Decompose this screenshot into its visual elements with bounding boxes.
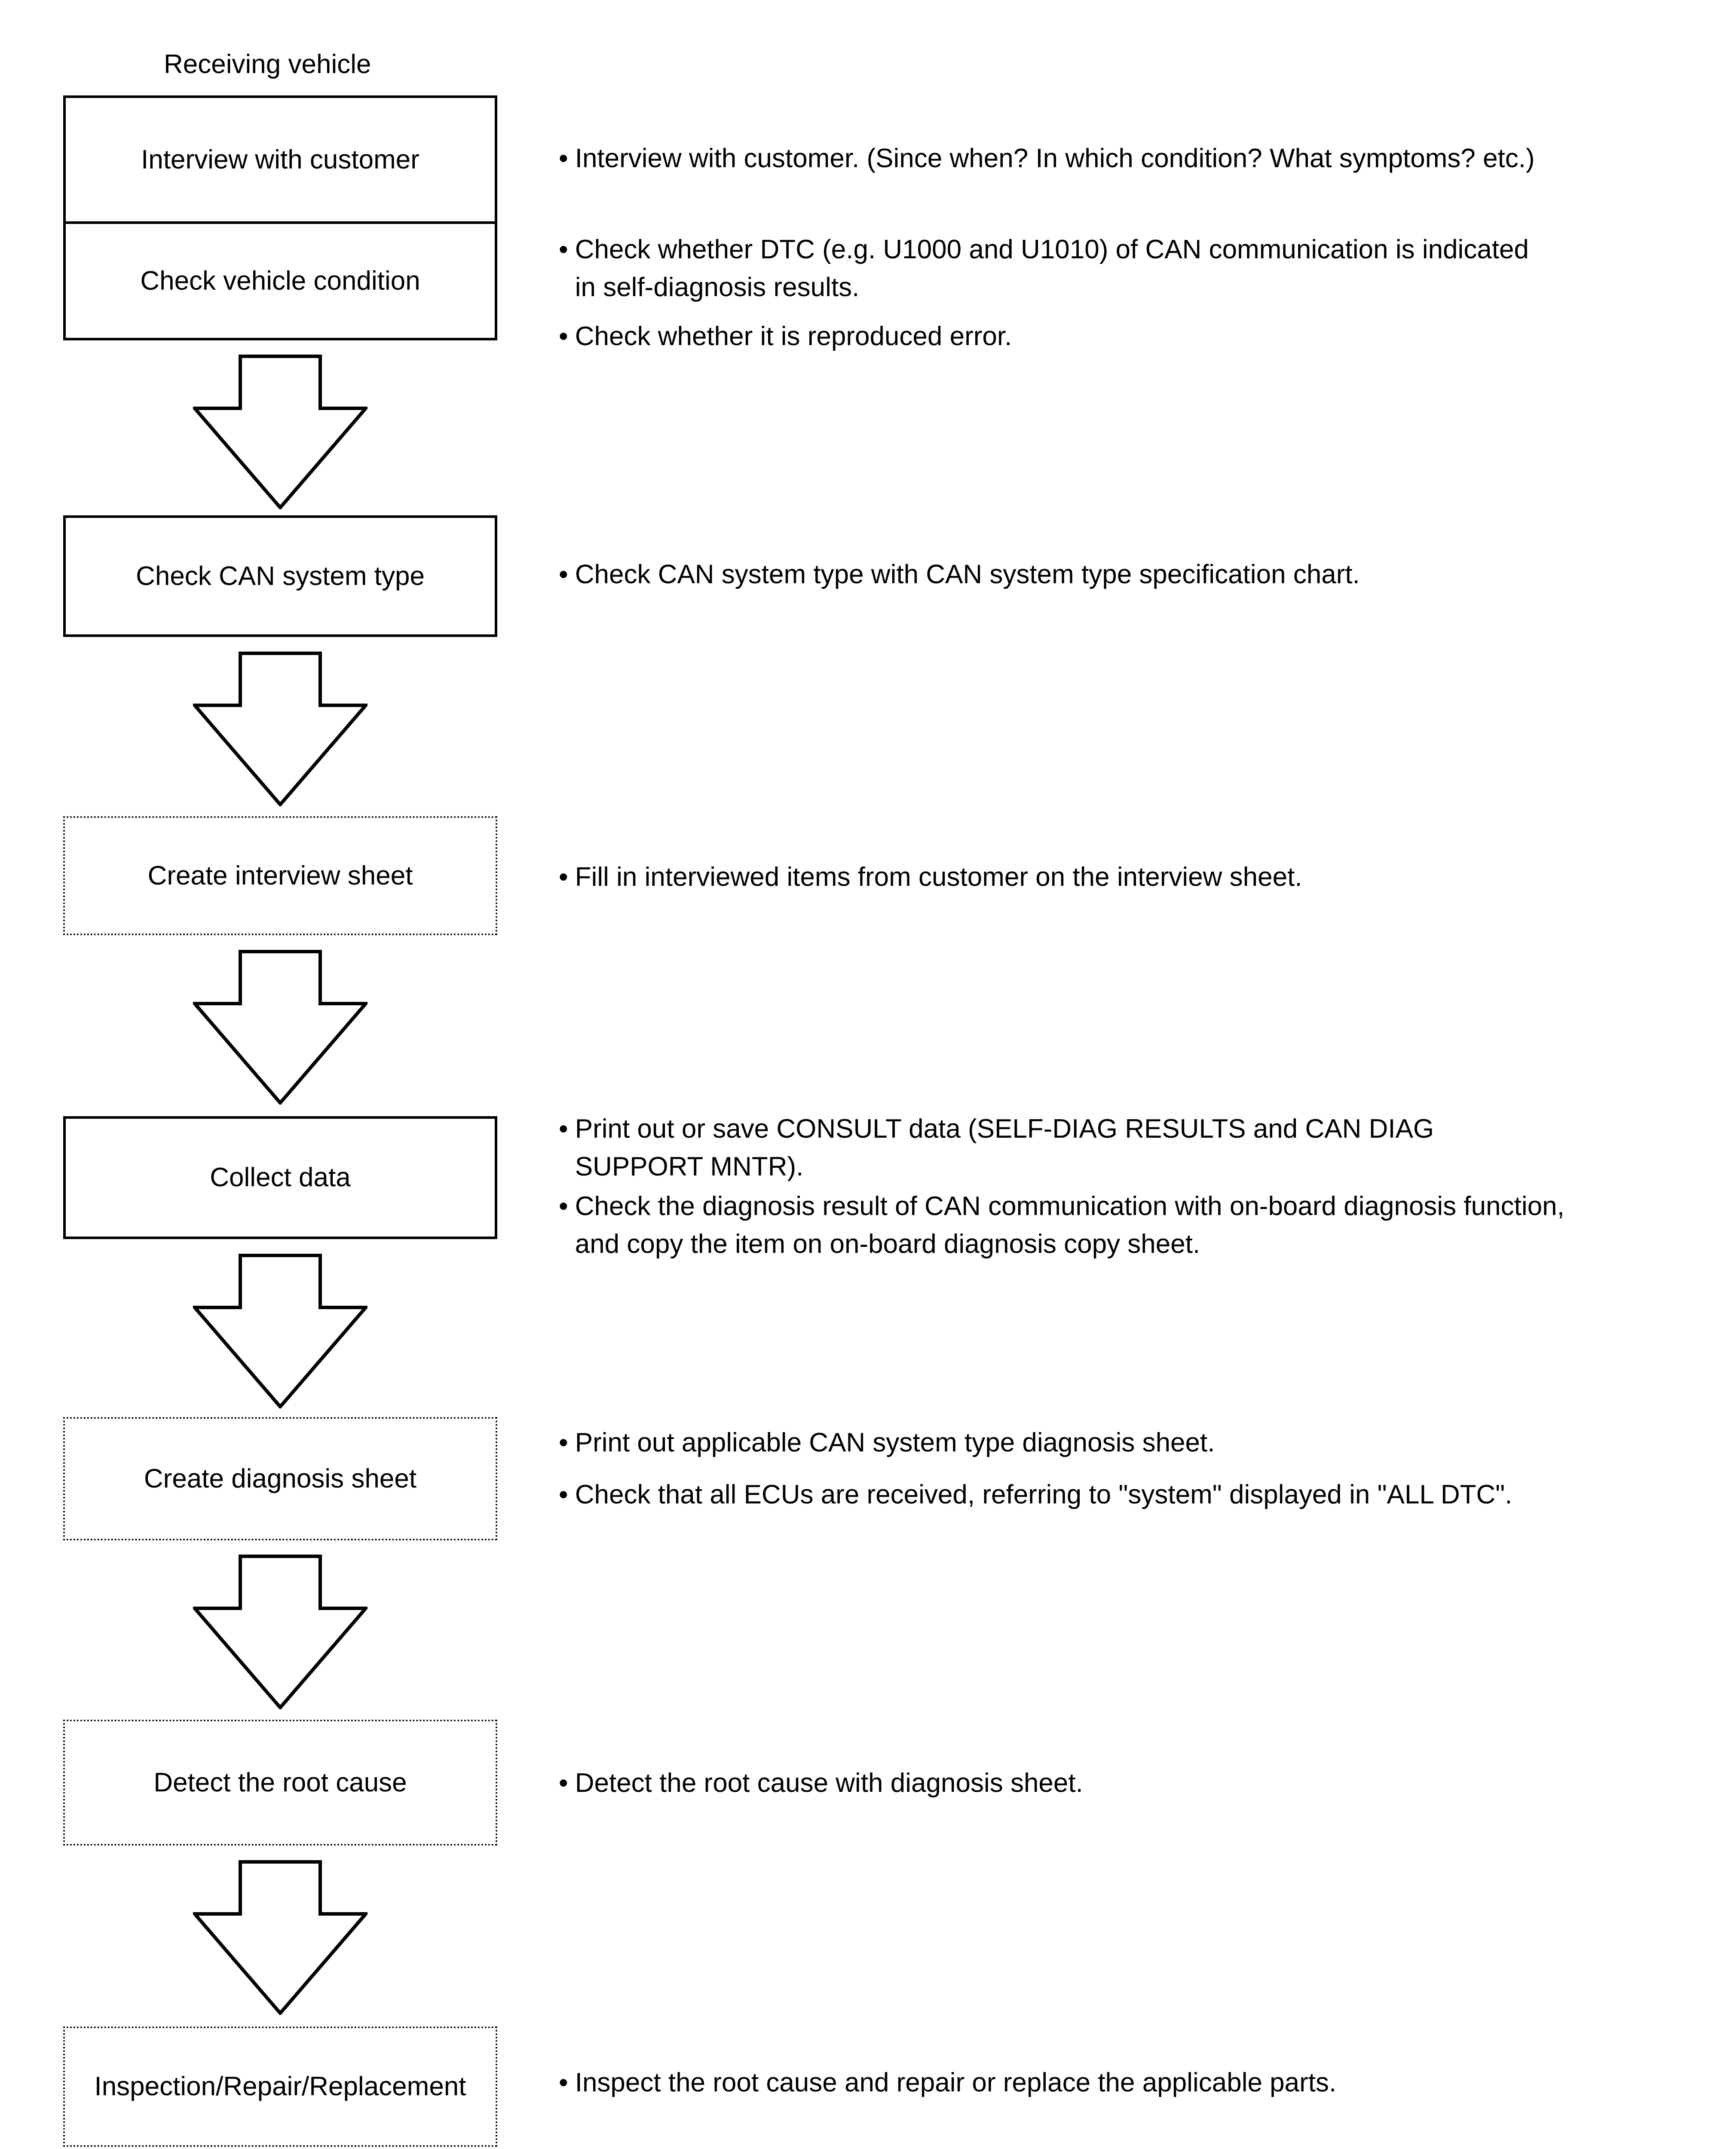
bullet-icon: • — [559, 560, 568, 589]
bullet-icon: • — [559, 2068, 568, 2097]
note-text: Check whether DTC (e.g. U1000 and U1010)… — [575, 235, 1529, 302]
bullet-icon: • — [559, 1191, 568, 1221]
bullet-icon: • — [559, 321, 568, 351]
flow-step-detect-root-cause: Detect the root cause — [63, 1720, 497, 1846]
down-arrow-icon — [193, 355, 367, 509]
bullet-icon: • — [559, 862, 568, 892]
bullet-icon: • — [559, 1114, 568, 1144]
flow-start-label: Receiving vehicle — [164, 49, 371, 79]
note-text: Print out applicable CAN system type dia… — [575, 1428, 1215, 1457]
down-arrow-icon — [193, 1254, 367, 1408]
bullet-icon: • — [559, 235, 568, 264]
note-inspect-repair-replace: • Inspect the root cause and repair or r… — [559, 2064, 1336, 2102]
note-print-consult-data: • Print out or save CONSULT data (SELF-D… — [559, 1110, 1434, 1186]
note-text: Interview with customer. (Since when? In… — [575, 144, 1535, 173]
note-onboard-diagnosis: • Check the diagnosis result of CAN comm… — [559, 1188, 1565, 1263]
note-fill-interview-sheet: • Fill in interviewed items from custome… — [559, 858, 1302, 896]
note-print-diagnosis-sheet: • Print out applicable CAN system type d… — [559, 1424, 1215, 1462]
flow-step-check-can-system-type: Check CAN system type — [63, 515, 497, 637]
flow-step-check-vehicle-condition: Check vehicle condition — [66, 221, 495, 338]
note-text: Check whether it is reproduced error. — [575, 321, 1012, 351]
note-detect-root-cause: • Detect the root cause with diagnosis s… — [559, 1764, 1083, 1802]
note-text: Fill in interviewed items from customer … — [575, 862, 1302, 892]
note-interview-with-customer: • Interview with customer. (Since when? … — [559, 140, 1535, 178]
note-text: Print out or save CONSULT data (SELF-DIA… — [575, 1114, 1434, 1182]
note-check-dtc: • Check whether DTC (e.g. U1000 and U101… — [559, 231, 1529, 306]
flow-step-create-diagnosis-sheet: Create diagnosis sheet — [63, 1417, 497, 1540]
bullet-icon: • — [559, 1428, 568, 1457]
flow-step-create-interview-sheet: Create interview sheet — [63, 816, 497, 935]
bullet-icon: • — [559, 1480, 568, 1509]
note-reproduced-error: • Check whether it is reproduced error. — [559, 318, 1012, 355]
note-text: Check CAN system type with CAN system ty… — [575, 560, 1360, 589]
bullet-icon: • — [559, 1768, 568, 1798]
note-check-can-system-type: • Check CAN system type with CAN system … — [559, 556, 1360, 594]
down-arrow-icon — [193, 652, 367, 806]
down-arrow-icon — [193, 1555, 367, 1709]
flow-step-interview-with-customer: Interview with customer — [141, 144, 419, 174]
bullet-icon: • — [559, 144, 568, 173]
note-text: Check the diagnosis result of CAN commun… — [575, 1191, 1565, 1259]
down-arrow-icon — [193, 1860, 367, 2015]
note-text: Check that all ECUs are received, referr… — [575, 1480, 1512, 1509]
flow-step-collect-data: Collect data — [63, 1116, 497, 1239]
down-arrow-icon — [193, 950, 367, 1105]
note-text: Inspect the root cause and repair or rep… — [575, 2068, 1337, 2097]
note-check-all-ecus: • Check that all ECUs are received, refe… — [559, 1476, 1512, 1514]
flow-step-receive-box: Interview with customer Check vehicle co… — [63, 95, 497, 340]
flow-step-inspection-repair-replacement: Inspection/Repair/Replacement — [63, 2027, 497, 2147]
note-text: Detect the root cause with diagnosis she… — [575, 1768, 1083, 1798]
